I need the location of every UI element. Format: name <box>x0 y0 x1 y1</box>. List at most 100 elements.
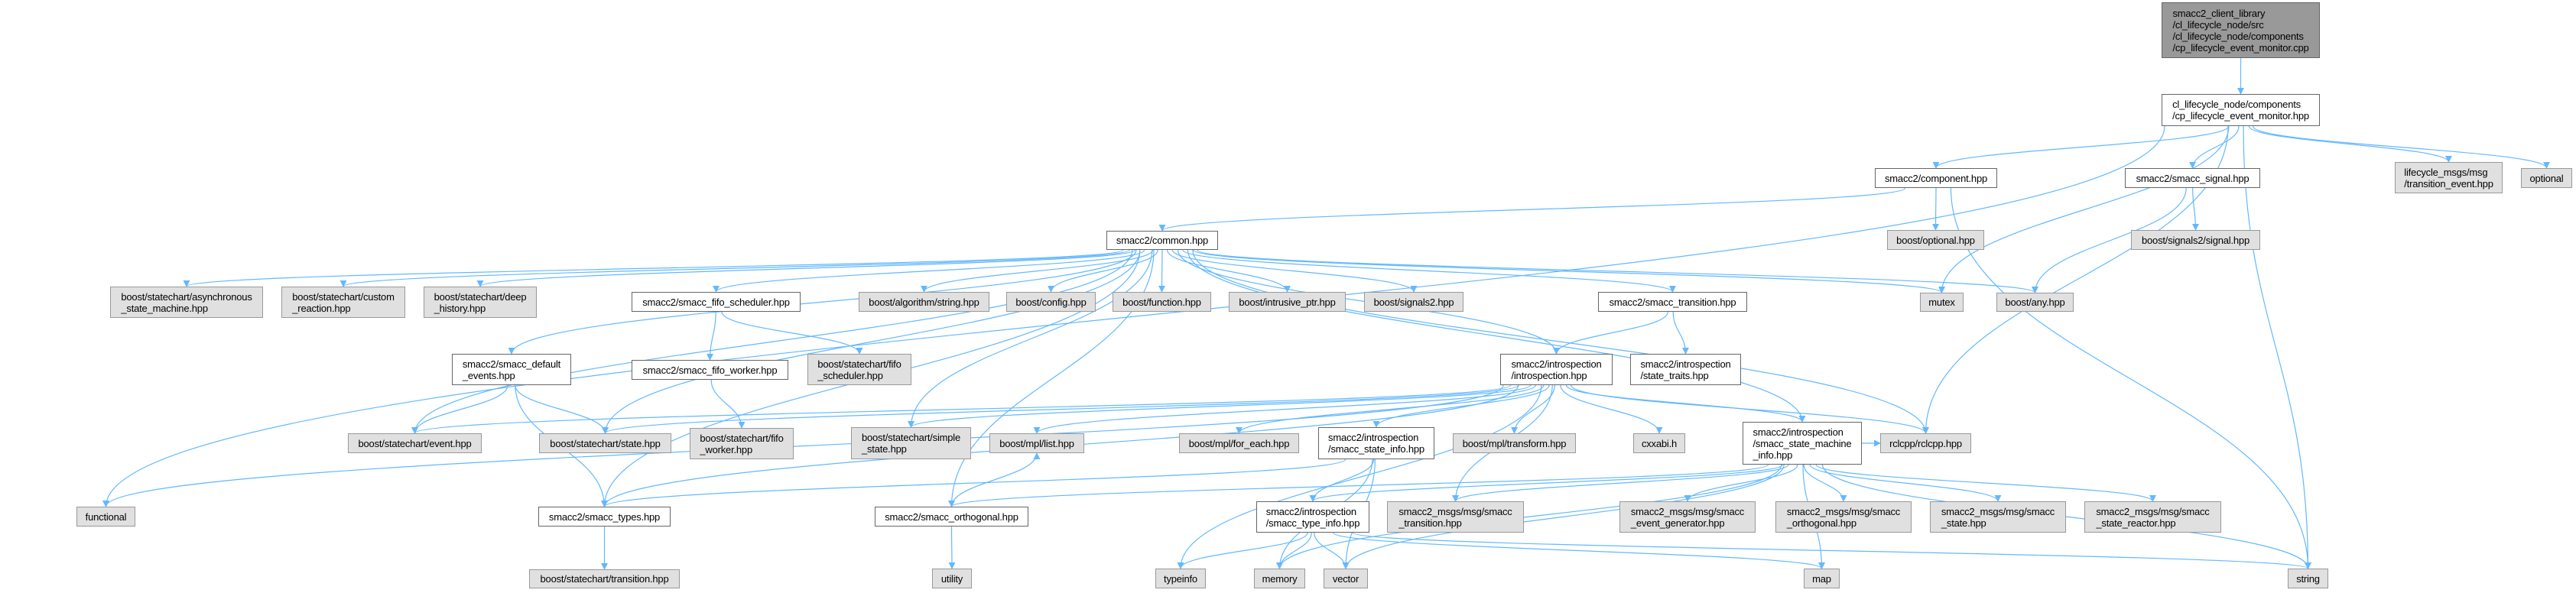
node-config: boost/config.hpp <box>1006 292 1096 312</box>
node-rclcpp: rclcpp/rclcpp.hpp <box>1880 433 1971 453</box>
edge-sm-info-to-msg-state-reactor <box>1815 464 2156 502</box>
edge-type-info-to-typeinfo <box>1177 532 1308 569</box>
node-state-traits[interactable]: smacc2/introspection /state_traits.hpp <box>1630 354 1741 385</box>
edge-common-to-deep-history <box>476 249 1135 287</box>
node-main[interactable]: cl_lifecycle_node/components /cp_lifecyc… <box>2162 94 2320 126</box>
node-fifo-scheduler[interactable]: smacc2/smacc_fifo_scheduler.hpp <box>632 292 801 312</box>
node-component[interactable]: smacc2/component.hpp <box>1875 168 1997 188</box>
node-mpl-list: boost/mpl/list.hpp <box>989 433 1084 453</box>
node-fifo-worker[interactable]: smacc2/smacc_fifo_worker.hpp <box>632 360 788 380</box>
edge-common-to-algo-string <box>921 249 1154 293</box>
node-smacc-transition[interactable]: smacc2/smacc_transition.hpp <box>1598 292 1747 312</box>
node-algo-string: boost/algorithm/string.hpp <box>859 292 989 312</box>
edge-type-info-to-string <box>1352 532 2311 569</box>
edge-default-events-to-event <box>411 384 508 434</box>
edge-main-to-functional <box>102 125 2165 507</box>
edge-signal-to-boost-any <box>2032 187 2187 293</box>
edge-main-to-string <box>2243 125 2311 569</box>
node-boost-optional: boost/optional.hpp <box>1887 230 1984 250</box>
edge-common-to-fifo-scheduler <box>713 249 1145 293</box>
edge-introspection-to-typeinfo <box>1177 384 1542 569</box>
node-function: boost/function.hpp <box>1113 292 1211 312</box>
edge-introspection-to-state <box>602 384 1519 434</box>
node-introspection[interactable]: smacc2/introspection /introspection.hpp <box>1500 354 1613 385</box>
node-event: boost/statechart/event.hpp <box>348 433 482 453</box>
edge-introspection-to-event <box>411 384 1512 434</box>
edge-introspection-to-cxxabi <box>1560 384 1663 434</box>
node-msg-event-gen: smacc2_msgs/msg/smacc _event_generator.h… <box>1619 501 1756 533</box>
node-sc-fifo-worker: boost/statechart/fifo _worker.hpp <box>690 428 794 459</box>
edge-sm-info-to-vector <box>1342 464 1785 569</box>
edge-main-to-component <box>1932 125 2230 169</box>
node-root[interactable]: smacc2_client_library /cl_lifecycle_node… <box>2162 2 2320 58</box>
edge-main-to-mutex <box>1938 125 2230 293</box>
node-boost-any: boost/any.hpp <box>1996 293 2074 312</box>
edge-common-to-boost-any <box>1197 249 2038 293</box>
node-type-info[interactable]: smacc2/introspection /smacc_type_info.hp… <box>1256 501 1369 533</box>
node-for-each: boost/mpl/for_each.hpp <box>1179 433 1299 453</box>
edge-fifo-scheduler-to-sc-fifo-scheduler <box>721 311 863 355</box>
node-common[interactable]: smacc2/common.hpp <box>1106 231 1218 250</box>
edge-main-to-optional <box>2252 125 2550 169</box>
edge-common-to-mutex <box>1193 249 1945 293</box>
node-lifecycle-msgs: lifecycle_msgs/msg /transition_event.hpp <box>2395 162 2503 193</box>
node-smacc-types[interactable]: smacc2/smacc_types.hpp <box>538 507 671 527</box>
node-vector: vector <box>1324 569 1368 588</box>
node-custom-reaction: boost/statechart/custom _reaction.hpp <box>281 287 405 318</box>
edge-sm-info-to-msg-transition <box>1452 464 1789 502</box>
node-async-sm: boost/statechart/asynchronous _state_mac… <box>110 287 263 318</box>
node-msg-transition: smacc2_msgs/msg/smacc _transition.hpp <box>1387 501 1524 533</box>
edge-smacc-transition-to-state-traits <box>1672 311 1689 355</box>
edge-common-to-default-events <box>508 249 1137 355</box>
edge-sm-info-to-memory <box>1276 464 1782 569</box>
edge-orthogonal-to-mpl-list <box>950 452 1041 507</box>
node-signals2-signal: boost/signals2/signal.hpp <box>2131 230 2260 250</box>
edge-fifo-scheduler-to-fifo-worker <box>707 311 716 361</box>
edge-common-to-intrusive-ptr <box>1166 249 1291 293</box>
node-simple-state: boost/statechart/simple _state.hpp <box>851 427 971 459</box>
edge-sm-info-to-orthogonal <box>948 464 1769 507</box>
node-typeinfo: typeinfo <box>1155 569 1206 588</box>
edge-introspection-to-sm-info <box>1565 384 1806 423</box>
node-optional: optional <box>2521 168 2572 188</box>
edge-signal-to-signals2-signal <box>2191 187 2199 231</box>
edge-introspection-to-simple-state <box>908 384 1532 428</box>
edge-component-to-string <box>1950 187 2311 569</box>
node-cxxabi: cxxabi.h <box>1633 433 1685 453</box>
node-signals2: boost/signals2.hpp <box>1364 292 1463 312</box>
node-memory: memory <box>1254 569 1305 588</box>
node-intrusive-ptr: boost/intrusive_ptr.hpp <box>1229 292 1346 312</box>
edge-common-to-signals2 <box>1171 249 1418 293</box>
edge-main-to-signal <box>2189 125 2240 169</box>
edge-common-to-smacc-transition <box>1182 249 1676 293</box>
edge-component-to-common <box>1158 187 1906 232</box>
edge-type-info-to-vector <box>1314 532 1350 569</box>
node-sc-fifo-scheduler: boost/statechart/fifo _scheduler.hpp <box>807 354 911 385</box>
node-deep-history: boost/statechart/deep _history.hpp <box>424 287 537 318</box>
node-transform: boost/mpl/transform.hpp <box>1453 433 1576 453</box>
node-mutex: mutex <box>1920 293 1964 312</box>
edge-type-info-to-map <box>1333 532 1825 569</box>
node-state-info[interactable]: smacc2/introspection /smacc_state_info.h… <box>1318 427 1434 459</box>
edge-introspection-to-state-info <box>1372 384 1550 428</box>
node-string: string <box>2288 569 2328 588</box>
node-msg-state-reactor: smacc2_msgs/msg/smacc _state_reactor.hpp <box>2084 501 2221 533</box>
node-map: map <box>1804 569 1840 588</box>
node-orthogonal[interactable]: smacc2/smacc_orthogonal.hpp <box>875 507 1028 527</box>
node-default-events[interactable]: smacc2/smacc_default _events.hpp <box>452 354 571 385</box>
edge-common-to-simple-state <box>908 249 1153 428</box>
edge-sm-info-to-type-info <box>1309 464 1783 502</box>
node-sm-info[interactable]: smacc2/introspection /smacc_state_machin… <box>1743 422 1862 465</box>
edge-introspection-to-for-each <box>1236 384 1545 434</box>
node-signal[interactable]: smacc2/smacc_signal.hpp <box>2125 168 2260 188</box>
edge-common-to-event <box>411 249 1133 434</box>
edge-common-to-rclcpp <box>1192 249 1929 434</box>
edge-fifo-worker-to-sc-fifo-worker <box>710 379 746 429</box>
node-msg-state: smacc2_msgs/msg/smacc _state.hpp <box>1930 501 2066 533</box>
edge-common-to-async-sm <box>183 249 1124 287</box>
edge-sm-info-to-msg-state <box>1809 464 2002 502</box>
node-sc-transition: boost/statechart/transition.hpp <box>529 569 680 588</box>
edge-sm-info-to-msg-orthogonal <box>1803 464 1847 502</box>
edge-common-to-custom-reaction <box>339 249 1130 287</box>
edge-smacc-transition-to-introspection <box>1553 311 1669 355</box>
